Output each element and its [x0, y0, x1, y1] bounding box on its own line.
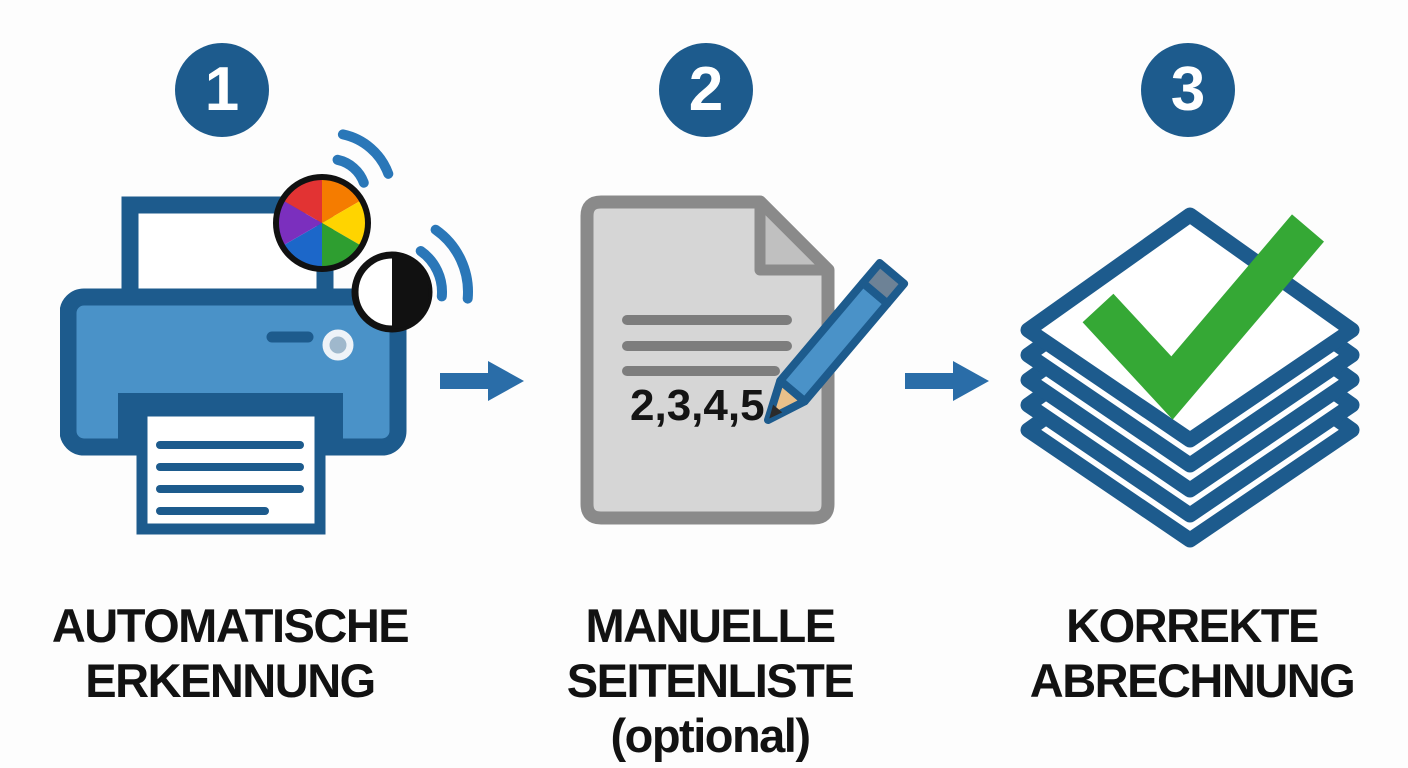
wifi-waves-right-icon: [415, 224, 473, 304]
step-2-label: MANUELLE SEITENLISTE (optional): [470, 598, 950, 763]
arrow-right-icon: [905, 361, 989, 401]
pencil-icon: [764, 259, 909, 424]
step-2-number-badge: 2: [659, 43, 753, 137]
wifi-waves-top-icon: [332, 129, 394, 188]
label-line: KORREKTE: [1066, 599, 1319, 652]
document-icon: 2,3,4,5: [580, 195, 909, 525]
document-fold-corner: [754, 196, 834, 276]
contrast-icon: [351, 251, 433, 333]
label-line: (optional): [610, 709, 811, 762]
arrow-right-icon: [440, 361, 524, 401]
label-line: ABRECHNUNG: [1029, 654, 1356, 707]
label-line: MANUELLE: [585, 599, 836, 652]
step-3-number-badge: 3: [1141, 43, 1235, 137]
label-line: ERKENNUNG: [85, 654, 376, 707]
label-line: AUTOMATISCHE: [51, 599, 410, 652]
checkmark-icon: [1082, 214, 1325, 420]
printer-icon: [60, 129, 473, 535]
step-3-label: KORREKTE ABRECHNUNG: [952, 598, 1408, 708]
document-page: [580, 195, 835, 525]
step-1-label: AUTOMATISCHE ERKENNUNG: [0, 598, 470, 708]
page-list-text: 2,3,4,5: [630, 381, 765, 430]
paper-stack-icon: [1020, 207, 1360, 548]
color-wheel-icon: [273, 174, 371, 272]
label-line: SEITENLISTE: [566, 654, 855, 707]
printer-output-paper: [136, 405, 326, 535]
step-1-number-badge: 1: [175, 43, 269, 137]
document-text-lines: [622, 315, 792, 376]
